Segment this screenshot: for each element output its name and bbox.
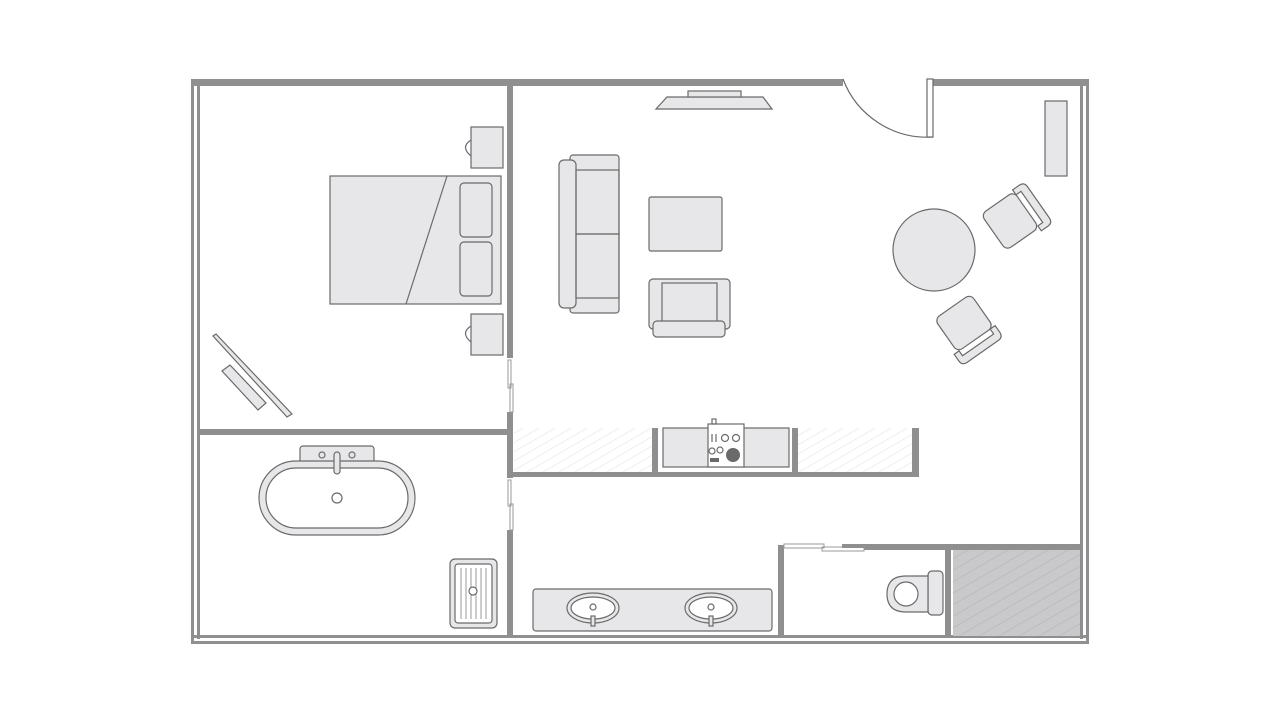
- dining-chair: [982, 183, 1052, 249]
- bedroom: [212, 126, 504, 418]
- nightstand: [464, 126, 504, 169]
- interior-walls: [199, 84, 1082, 638]
- nightstand: [464, 313, 504, 356]
- bathtub: [258, 445, 416, 536]
- front-door: [842, 78, 934, 138]
- outer-walls: [191, 79, 1089, 644]
- coffee-table: [648, 196, 723, 252]
- vanity: [532, 588, 773, 632]
- living-room: [558, 90, 1068, 365]
- sofa: [558, 154, 620, 314]
- shower: [953, 550, 1080, 636]
- bathroom: [258, 445, 498, 629]
- stove: [707, 418, 745, 468]
- armchair: [648, 278, 731, 338]
- dining-table: [892, 208, 976, 292]
- kitchen-counter: [514, 418, 912, 472]
- shower-drain: [449, 558, 498, 629]
- tv-console: [654, 90, 774, 110]
- dining-chair: [936, 295, 1002, 365]
- sideboard: [1044, 100, 1068, 177]
- tv: [212, 333, 293, 418]
- toilet: [886, 570, 944, 616]
- double-bed: [329, 175, 502, 305]
